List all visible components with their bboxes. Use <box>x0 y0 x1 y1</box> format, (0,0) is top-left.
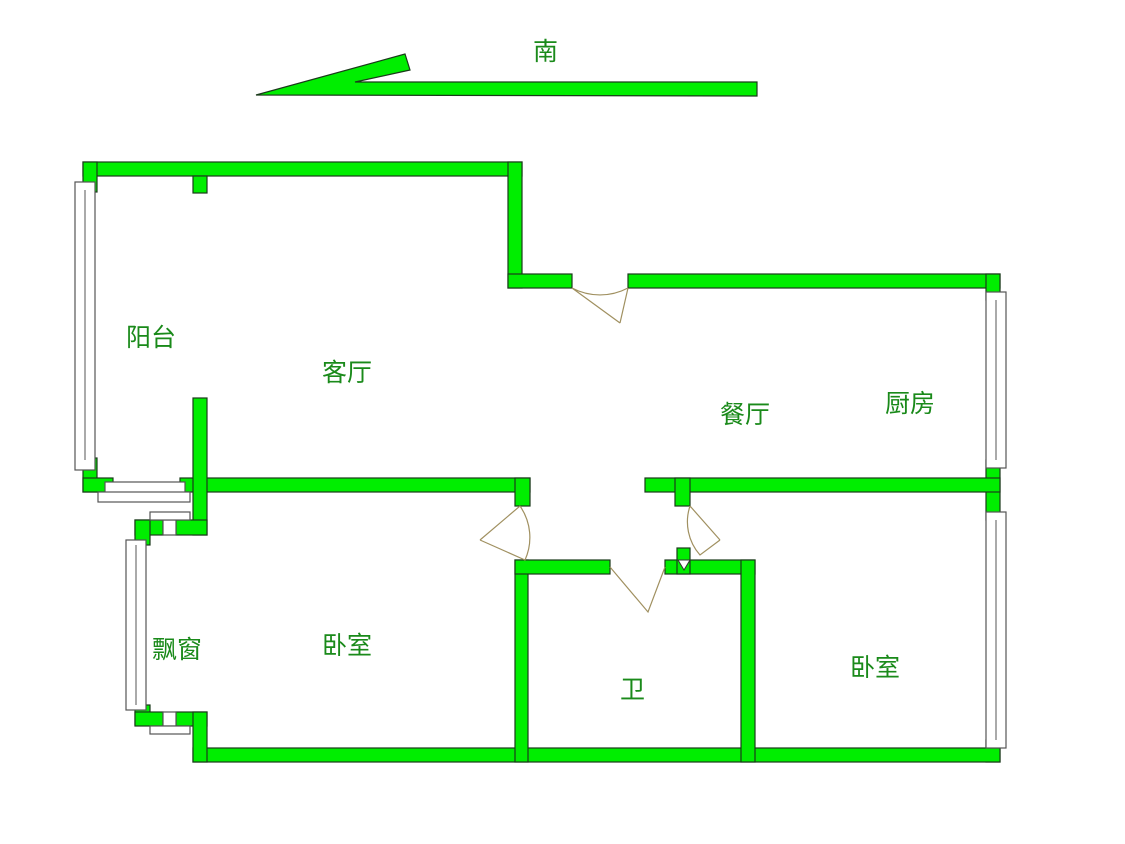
room-label-balcony: 阳台 <box>126 323 177 352</box>
room-label-kitchen: 厨房 <box>885 389 936 418</box>
room-label-bay-window: 飘窗 <box>152 635 203 664</box>
walls <box>82 161 1001 763</box>
south-arrow-icon <box>255 53 758 97</box>
compass-south-label: 南 <box>533 37 559 66</box>
room-label-bathroom: 卫 <box>620 675 646 704</box>
doors <box>479 287 721 614</box>
room-label-bedroom-left: 卧室 <box>322 631 373 660</box>
windows <box>74 181 1007 749</box>
room-label-bedroom-right: 卧室 <box>850 653 901 682</box>
room-label-dining-room: 餐厅 <box>720 400 771 429</box>
room-label-living-room: 客厅 <box>322 358 373 387</box>
